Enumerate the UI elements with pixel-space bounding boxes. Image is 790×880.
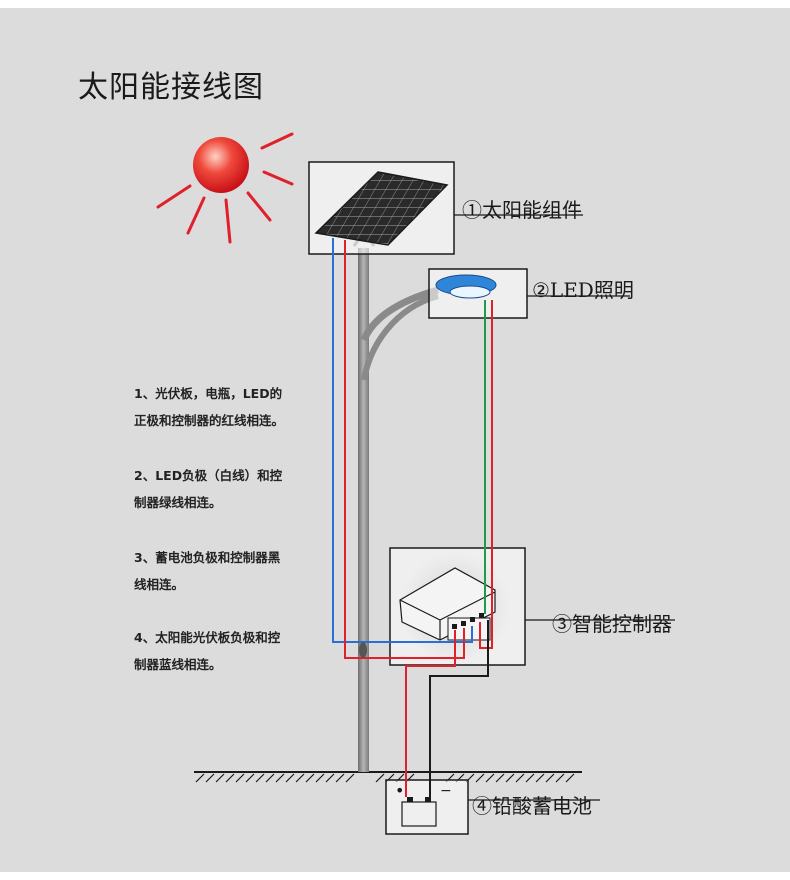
red-wire-led: [479, 300, 493, 649]
led-lamp-group: [428, 268, 630, 319]
label-led-light: ②LED照明: [532, 278, 634, 302]
note-3-line2: 线相连。: [134, 577, 185, 592]
sun-icon: [156, 132, 294, 244]
note-1-line2: 正极和控制器的红线相连。: [134, 413, 285, 428]
solar-panel-icon: [314, 171, 449, 246]
red-wire-panel: [344, 240, 465, 659]
label-controller: ③智能控制器: [552, 612, 672, 636]
controller-group: [389, 547, 675, 666]
note-1: 1、光伏板，电瓶，LED的 正极和控制器的红线相连。: [134, 380, 334, 434]
note-3-line1: 3、蓄电池负极和控制器黑: [134, 550, 281, 565]
note-2: 2、LED负极（白线）和控 制器绿线相连。: [134, 462, 334, 516]
note-4-line2: 制器蓝线相连。: [134, 657, 222, 672]
note-2-line2: 制器绿线相连。: [134, 495, 222, 510]
battery-negative-mark: −: [440, 783, 452, 799]
note-1-line1: 1、光伏板，电瓶，LED的: [134, 386, 283, 401]
led-lamp-icon: [435, 274, 497, 299]
background-panel: [0, 8, 790, 872]
black-wire-battery: [429, 620, 489, 797]
wires: [332, 238, 493, 797]
note-3: 3、蓄电池负极和控制器黑 线相连。: [134, 544, 334, 598]
note-4: 4、太阳能光伏板负极和控 制器蓝线相连。: [134, 624, 334, 678]
battery-group: [385, 779, 600, 835]
label-battery: ④铅酸蓄电池: [472, 794, 592, 818]
red-wire-battery: [405, 630, 456, 797]
note-2-line1: 2、LED负极（白线）和控: [134, 468, 283, 483]
pole-clamp: [359, 642, 367, 658]
blue-wire: [332, 238, 473, 643]
page-title: 太阳能接线图: [78, 70, 264, 105]
battery-box: [385, 779, 469, 835]
label-solar-panel: ①太阳能组件: [462, 198, 582, 222]
light-pole: [352, 231, 439, 772]
battery-icon: [401, 797, 437, 827]
note-4-line1: 4、太阳能光伏板负极和控: [134, 630, 281, 645]
battery-positive-mark: •: [395, 781, 404, 800]
ground-line: [194, 771, 582, 783]
